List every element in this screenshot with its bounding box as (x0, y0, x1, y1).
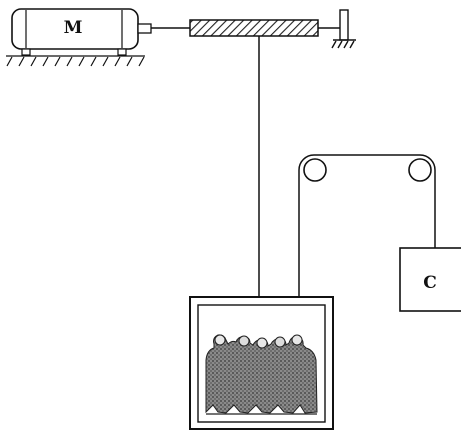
passenger-head (274, 336, 286, 348)
pulley-right (408, 158, 432, 182)
threaded-drum (189, 19, 319, 37)
passenger-head (291, 334, 303, 346)
passenger-head (238, 335, 250, 347)
passenger-head (214, 334, 226, 346)
counterweight: C (399, 247, 461, 312)
counterweight-label: C (423, 273, 437, 293)
counterweight-cable (298, 154, 436, 297)
passengers (205, 334, 318, 415)
bearing-support (331, 9, 356, 49)
passenger-head (256, 337, 268, 349)
motor-label: M (64, 18, 83, 38)
motor: M (11, 8, 152, 56)
pulley-left (303, 158, 327, 182)
ground-hatch (6, 55, 145, 67)
